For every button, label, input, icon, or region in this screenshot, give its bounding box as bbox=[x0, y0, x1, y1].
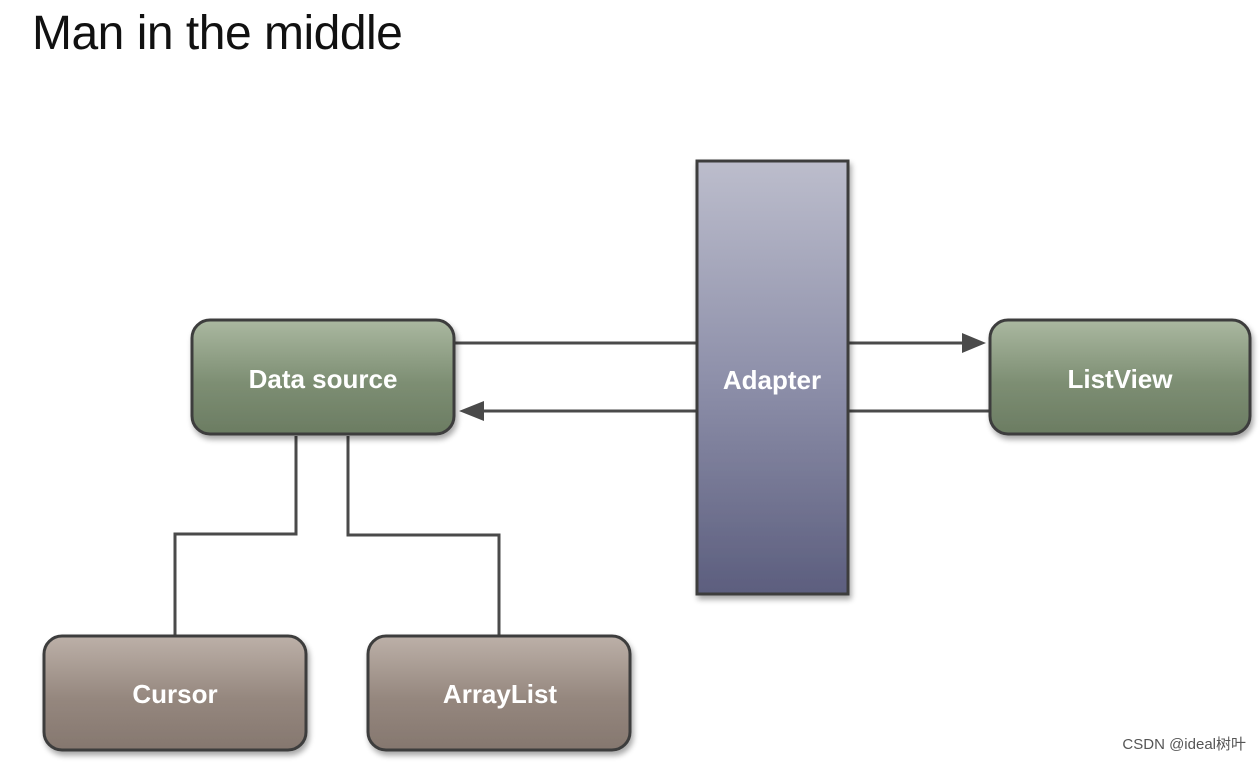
node-adapter: Adapter bbox=[695, 159, 850, 596]
node-array-list: ArrayList bbox=[366, 634, 632, 752]
node-adapter-label: Adapter bbox=[723, 365, 821, 395]
node-array-list-label: ArrayList bbox=[443, 679, 557, 709]
page-title: Man in the middle bbox=[32, 7, 403, 60]
arrow-adapter-to-datasource bbox=[459, 401, 697, 421]
connector-cursor bbox=[173, 436, 298, 636]
connector-arraylist bbox=[346, 436, 501, 636]
watermark: CSDN @ideal树叶 bbox=[1122, 736, 1246, 753]
node-list-view-label: ListView bbox=[1067, 364, 1173, 394]
node-cursor: Cursor bbox=[42, 634, 308, 752]
arrow-adapter-to-listview bbox=[848, 333, 986, 353]
node-list-view: ListView bbox=[988, 318, 1252, 436]
node-cursor-label: Cursor bbox=[132, 679, 217, 709]
node-data-source: Data source bbox=[190, 318, 456, 436]
node-data-source-label: Data source bbox=[249, 364, 398, 394]
